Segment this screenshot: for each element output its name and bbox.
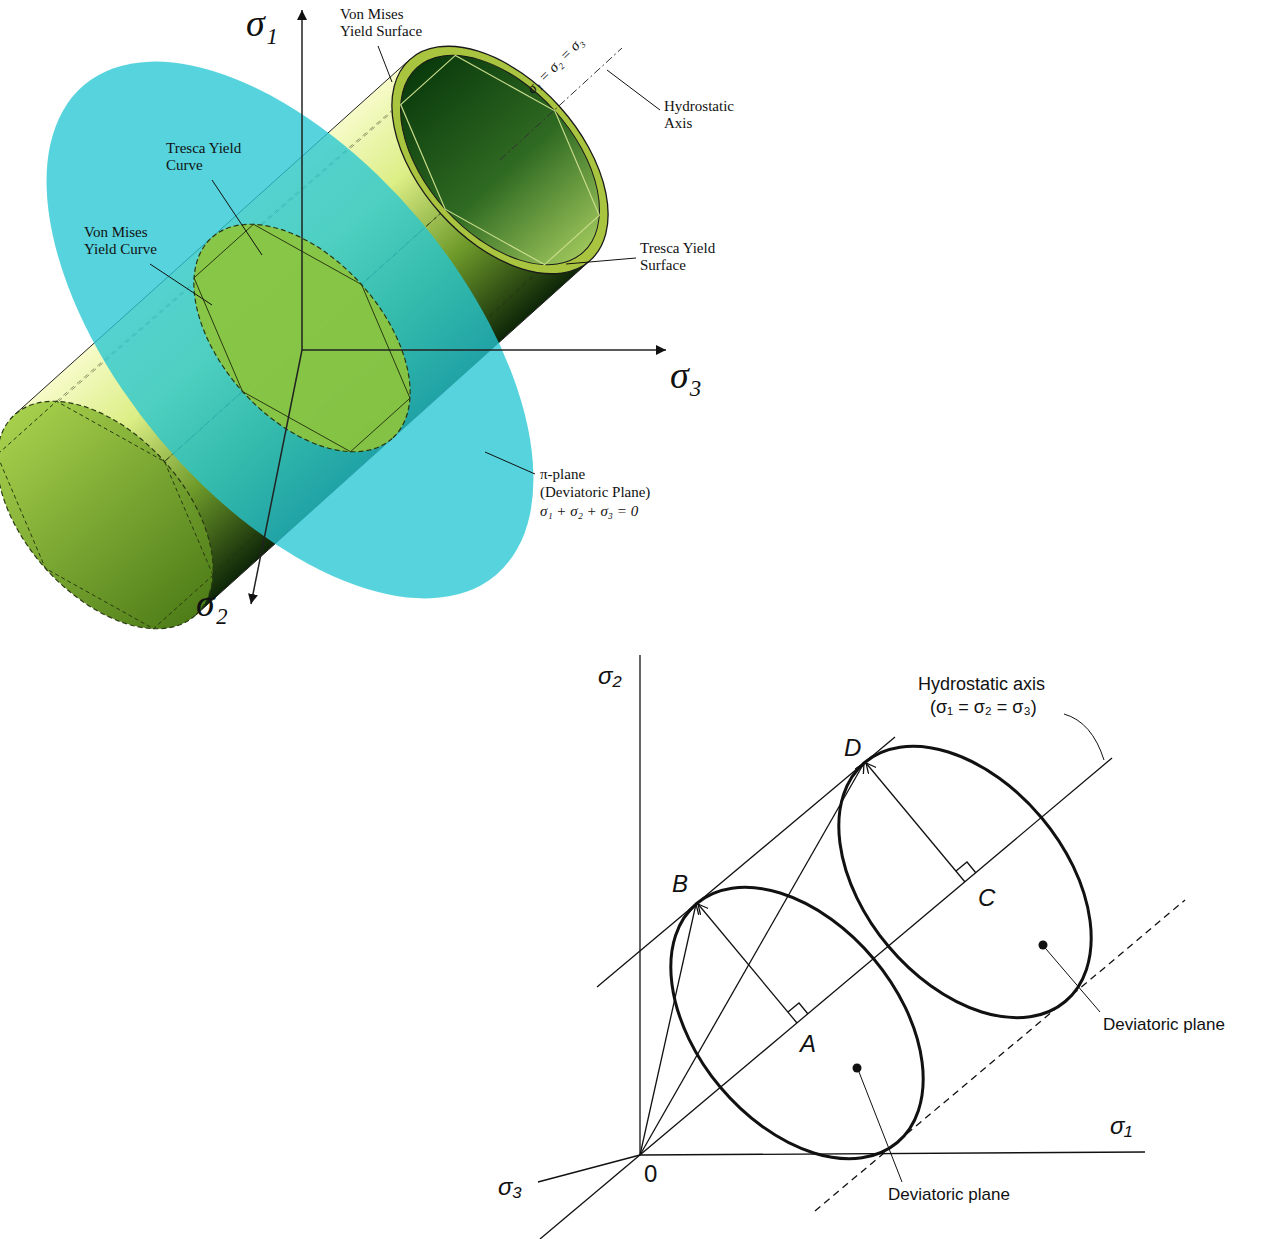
axis-line bbox=[639, 655, 640, 1155]
axis-line bbox=[251, 350, 302, 604]
callout-label: Tresca Yield Surface bbox=[640, 240, 732, 275]
leader-line bbox=[1064, 714, 1104, 760]
cylinder-figure bbox=[0, 0, 650, 684]
leader-line bbox=[150, 264, 212, 305]
callout-label: Deviatoric plane bbox=[888, 1185, 1010, 1205]
cylinder-end bbox=[350, 6, 650, 314]
stress-vector bbox=[640, 904, 696, 1155]
axis-label: σ₃ bbox=[498, 1173, 522, 1201]
point-label: C bbox=[978, 884, 995, 912]
point-label: A bbox=[800, 1030, 816, 1058]
callout-label: Tresca Yield Curve bbox=[166, 140, 248, 175]
right-angle-mark bbox=[956, 862, 976, 873]
point-label: D bbox=[844, 734, 861, 762]
callout-label: π-plane bbox=[540, 466, 585, 483]
deviatoric-vector bbox=[698, 904, 797, 1023]
leader-line bbox=[212, 180, 262, 255]
plane-equation: σ₁ + σ₂ + σ₃ = 0 bbox=[540, 503, 638, 520]
cylinder-end bbox=[0, 361, 255, 669]
principal-axes bbox=[251, 10, 666, 604]
leader-line bbox=[566, 258, 636, 264]
axis-label: σ₂ bbox=[598, 662, 622, 690]
callout-label: Deviatoric plane bbox=[1103, 1015, 1225, 1035]
axis-label: σ₃ bbox=[670, 354, 702, 398]
tresca-hexagon bbox=[0, 401, 213, 628]
axis-line bbox=[640, 1152, 1145, 1155]
callout-label: Von Mises Yield Curve bbox=[84, 224, 176, 259]
axis-label: σ₁ bbox=[1110, 1112, 1132, 1140]
tangent-line bbox=[597, 737, 895, 987]
axis-line bbox=[302, 349, 666, 351]
leader-line bbox=[378, 46, 392, 82]
leader-line bbox=[859, 1072, 902, 1182]
axis-label: σ₂ bbox=[196, 582, 228, 626]
axis-label: σ₁ bbox=[246, 2, 278, 46]
marker-dot bbox=[853, 1064, 862, 1073]
axis-line bbox=[301, 10, 303, 350]
tangent-line bbox=[815, 900, 1185, 1211]
axis-equation: (σ₁ = σ₂ = σ₃) bbox=[930, 697, 1037, 718]
yield-ellipse bbox=[620, 839, 974, 1207]
deviatoric-figure bbox=[538, 655, 1185, 1239]
callout-label: (Deviatoric Plane) bbox=[540, 484, 650, 501]
deviatoric-vector bbox=[866, 763, 965, 882]
leader-line bbox=[1046, 949, 1100, 1012]
callout-label: Von Mises Yield Surface bbox=[340, 6, 436, 41]
callout-label: Hydrostatic axis bbox=[918, 674, 1045, 695]
hydrostatic-axis-line bbox=[540, 758, 1112, 1239]
leader-line bbox=[485, 452, 535, 474]
callout-label: Hydrostatic Axis bbox=[664, 98, 762, 133]
cylinder-face bbox=[362, 18, 638, 301]
axis-equation: σ₁ = σ₂ = σ₃ bbox=[524, 34, 588, 98]
right-angle-mark bbox=[788, 1003, 808, 1014]
stress-vector bbox=[640, 763, 864, 1155]
leader-line bbox=[607, 70, 660, 110]
point-label: B bbox=[672, 870, 688, 898]
origin-label: 0 bbox=[644, 1160, 657, 1188]
marker-dot bbox=[1039, 941, 1048, 950]
yield-ellipse bbox=[788, 698, 1142, 1066]
leader-lines bbox=[150, 46, 660, 474]
